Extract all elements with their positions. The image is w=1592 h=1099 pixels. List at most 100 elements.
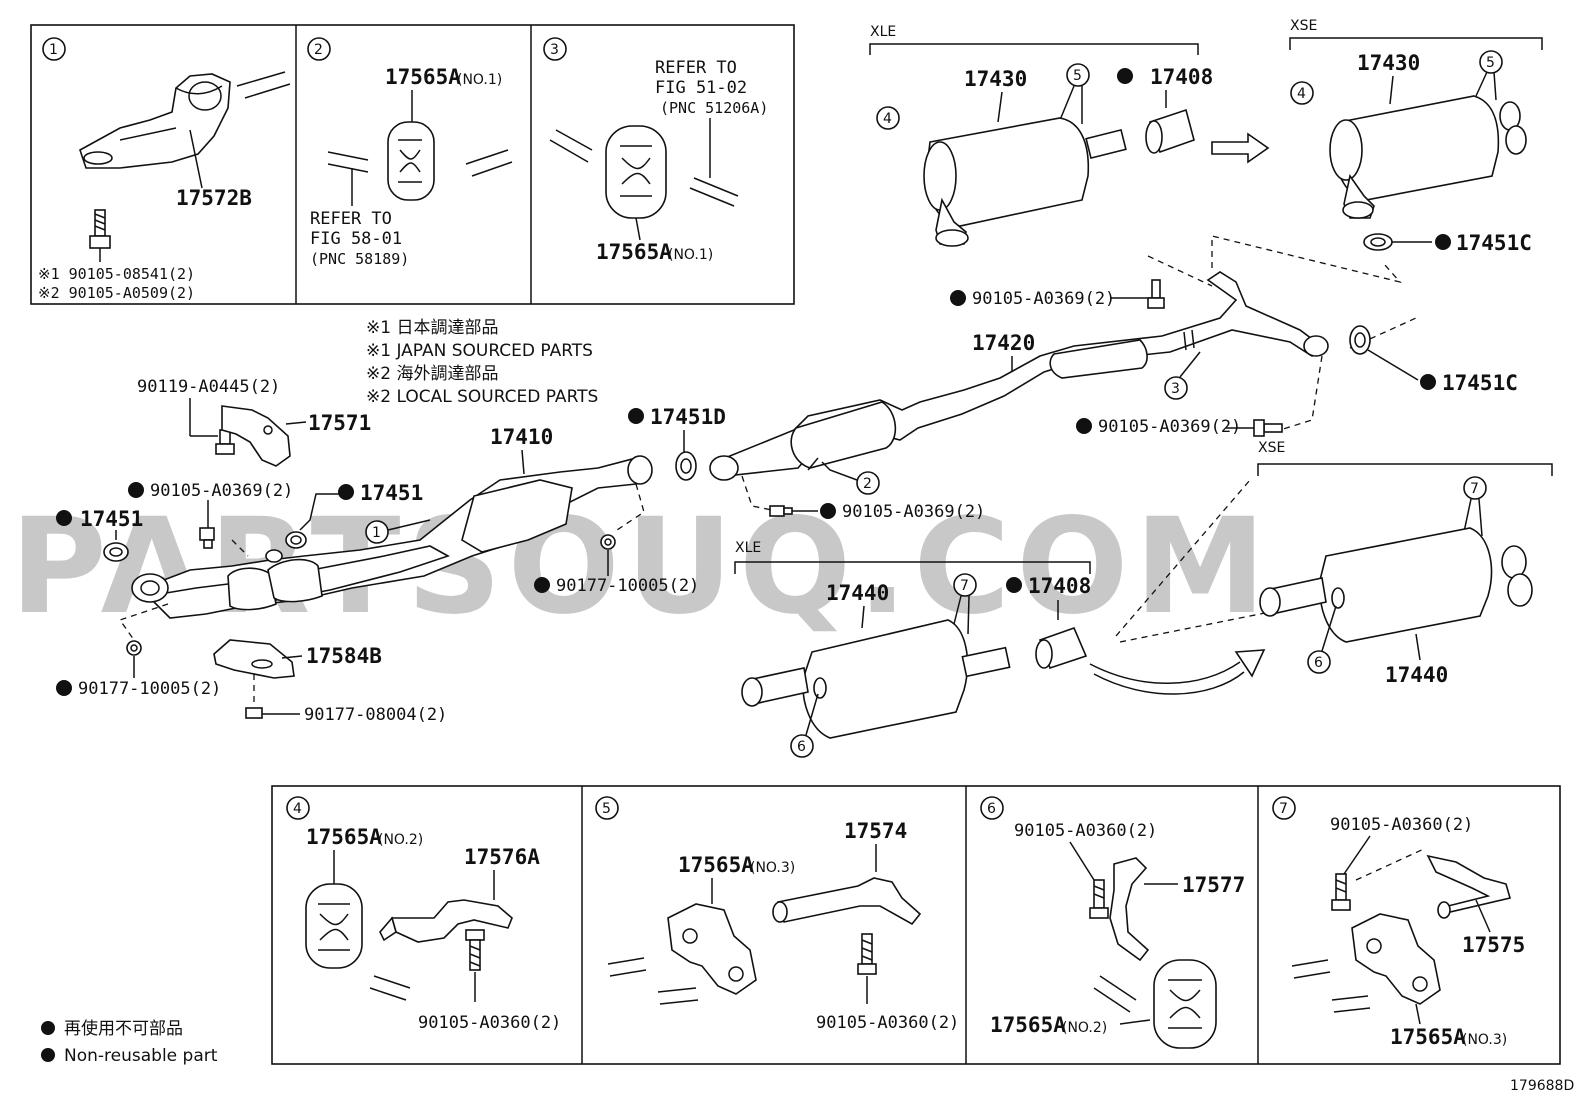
inset-panel-top-frame: [30, 24, 795, 305]
gasket-icon: [103, 542, 129, 562]
note-line: ※2 LOCAL SOURCED PARTS: [366, 387, 598, 407]
callout-number: 7: [960, 578, 969, 594]
non-reusable-dot: [41, 1048, 55, 1062]
refer-text: REFER TO: [310, 209, 392, 229]
part-suffix: (NO.2): [378, 832, 423, 848]
note-line: ※1 JAPAN SOURCED PARTS: [366, 341, 593, 361]
nut-icon: [126, 640, 142, 656]
part-label: 90119-A0445(2): [137, 377, 280, 397]
part-label: 17572B: [176, 186, 252, 210]
non-reusable-dot: [534, 577, 550, 593]
refer-text: FIG 51-02: [655, 78, 747, 98]
callout-number: 2: [314, 42, 323, 58]
part-label: 90105-A0360(2): [1014, 821, 1157, 841]
inset-4: 4 17565A (NO.2) 17576A 90105-A0360(2): [286, 796, 561, 1033]
callout-number: 5: [1486, 55, 1495, 71]
bolt-icon: [1089, 879, 1109, 919]
bolt-icon: [1253, 419, 1283, 437]
legend: 再使用不可部品 Non-reusable part: [41, 1018, 218, 1066]
non-reusable-dot: [820, 503, 836, 519]
part-label: 17565A: [990, 1013, 1066, 1037]
notes-block: ※1 日本調達部品 ※1 JAPAN SOURCED PARTS ※2 海外調達…: [366, 318, 598, 407]
bracket-17577-drawing: [1109, 857, 1150, 962]
xle-rear-group: XLE 17440 7 17408 6: [734, 479, 1281, 758]
part-label: 90105-A0360(2): [418, 1013, 561, 1033]
non-reusable-dot: [41, 1021, 55, 1035]
callout-number: 7: [1279, 801, 1288, 817]
part-label: 90105-A0360(2): [1330, 815, 1473, 835]
bolt-icon: [1331, 873, 1351, 911]
center-pipe-drawing: [709, 271, 1329, 481]
bracket-17576A-drawing: [379, 899, 513, 943]
refer-text: (PNC 58189): [310, 250, 409, 268]
part-suffix: (NO.3): [750, 860, 795, 876]
bolt-icon: [465, 929, 485, 971]
rubber-hanger-icon: [387, 121, 435, 201]
callout-number: 3: [550, 42, 559, 58]
part-suffix: (NO.2): [1062, 1020, 1107, 1036]
callout-number: 4: [293, 801, 302, 817]
non-reusable-dot: [950, 290, 966, 306]
bolt-icon: [769, 505, 793, 517]
part-label: 17430: [964, 67, 1027, 91]
part-label: 17565A: [306, 825, 382, 849]
part-label: 17451C: [1456, 231, 1532, 255]
callout-number: 6: [1314, 655, 1323, 671]
variant-label-xse: XSE: [1290, 18, 1317, 34]
gasket-icon: [1349, 325, 1371, 355]
xle-top-group: XLE 17430 4 5 17408: [869, 24, 1270, 247]
part-label: 17420: [972, 331, 1035, 355]
muffler-xle-top-drawing: [923, 117, 1127, 247]
bracket-17572B-drawing: [79, 73, 231, 169]
callout-number: 6: [987, 801, 996, 817]
part-label: 17577: [1182, 873, 1245, 897]
non-reusable-dot: [338, 484, 354, 500]
xse-top-group: XSE 17430 4 5 17451C: [1289, 18, 1543, 255]
inset-6: 6 90105-A0360(2) 17577 17565A (NO.2): [980, 796, 1245, 1049]
callout-number: 1: [372, 525, 381, 541]
note-line: ※1 90105-08541(2): [38, 265, 195, 283]
inset-panel-bottom: [271, 785, 1561, 1065]
callout-number: 3: [1171, 381, 1180, 397]
callout-circle: [42, 37, 66, 61]
front-pipe-group: 90119-A0445(2) 17571 17410 17451D: [56, 377, 726, 725]
inset-7: 7 90105-A0360(2) 17575 17565A (NO.3): [1272, 796, 1525, 1049]
callout-number: 4: [883, 111, 892, 127]
part-label: 17565A: [1390, 1025, 1466, 1049]
non-reusable-dot: [56, 510, 72, 526]
callout-number: 5: [602, 801, 611, 817]
refer-text: (PNC 51206A): [660, 99, 768, 117]
callout-number: 1: [49, 42, 58, 58]
refer-text: REFER TO: [655, 58, 737, 78]
legend-jp: 再使用不可部品: [64, 1018, 183, 1039]
rubber-hanger-icon: [1351, 913, 1441, 1005]
non-reusable-dot: [628, 408, 644, 424]
part-label: 90105-A0369(2): [1098, 417, 1241, 437]
non-reusable-dot: [128, 482, 144, 498]
inset-5: 5 17565A (NO.3) 17574 90105-A0360(2): [595, 796, 959, 1033]
exhaust-tip-icon: [1145, 108, 1195, 154]
legend-en: Non-reusable part: [64, 1046, 218, 1066]
muffler-xle-rear-drawing: [741, 619, 1011, 739]
part-label: 17584B: [306, 644, 382, 668]
part-suffix: (NO.1): [668, 247, 713, 263]
variant-label-xle: XLE: [735, 540, 761, 556]
part-label: 17565A: [385, 65, 461, 89]
bolt-icon: [89, 209, 111, 249]
part-label: 90177-10005(2): [78, 679, 221, 699]
non-reusable-dot: [1076, 418, 1092, 434]
center-pipe-lower-bolt: 90105-A0369(2): [741, 475, 985, 522]
callout-number: 5: [1073, 68, 1082, 84]
non-reusable-dot: [1006, 577, 1022, 593]
center-pipe-group: 90105-A0369(2) 17420 17451C 3: [709, 235, 1518, 495]
part-label: 17576A: [464, 845, 540, 869]
xse-rear-group: XSE 7 6 17440: [1257, 440, 1553, 687]
heat-shield-17584B-drawing: [213, 639, 295, 679]
part-label: 17574: [844, 819, 907, 843]
part-label: 17451: [360, 481, 423, 505]
part-label: 17451D: [650, 405, 726, 429]
bracket-17571-drawing: [221, 405, 291, 467]
watermark: PARTSOUQ.COM: [10, 490, 1272, 644]
part-label: 90177-08004(2): [304, 705, 447, 725]
callout-number: 2: [863, 476, 872, 492]
